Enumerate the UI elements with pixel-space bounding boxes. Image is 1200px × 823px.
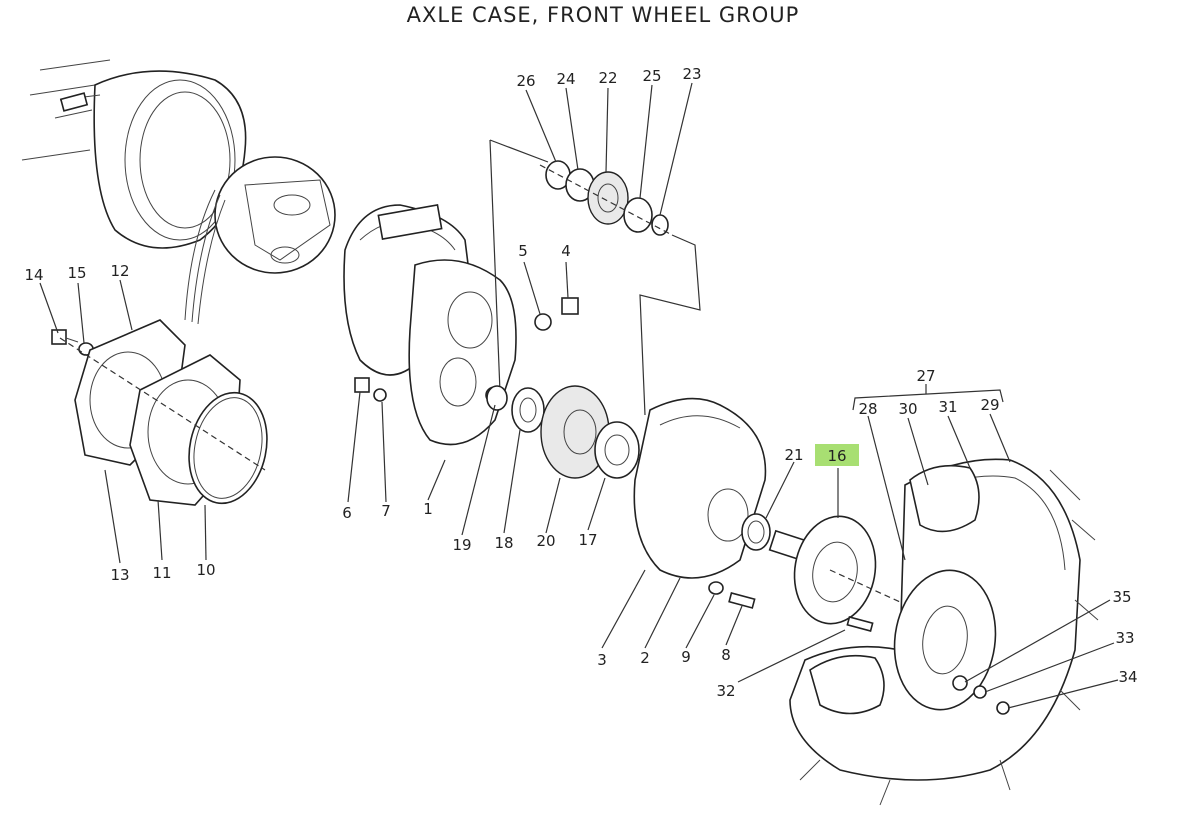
plug-6-part [354, 377, 370, 393]
plug-4-part [561, 297, 579, 315]
callout-16: 16 [827, 447, 846, 465]
callout-20: 20 [536, 532, 555, 550]
assembly-path-left [489, 139, 549, 163]
stud-32-part [846, 616, 874, 632]
diagram-title: AXLE CASE, FRONT WHEEL GROUP [407, 3, 800, 27]
callout-16-highlight [815, 444, 859, 466]
callout-2: 2 [640, 649, 650, 667]
callout-1: 1 [423, 500, 433, 518]
callout-27: 27 [916, 367, 935, 385]
callout-24: 24 [556, 70, 575, 88]
nut-34-part [996, 701, 1010, 715]
washer-7-part [373, 388, 387, 402]
callout-23: 23 [682, 65, 701, 83]
callout-29: 29 [980, 396, 999, 414]
nut-35-part [952, 675, 968, 691]
callout-4: 4 [561, 242, 571, 260]
callout-33: 33 [1115, 629, 1134, 647]
assembly-path-right [639, 234, 701, 416]
washer-33-part [973, 685, 987, 699]
callout-3: 3 [597, 651, 607, 669]
middle-gear-train [486, 385, 640, 479]
callout-34: 34 [1118, 668, 1137, 686]
callout-30: 30 [898, 400, 917, 418]
callout-19: 19 [452, 536, 471, 554]
callout-26: 26 [516, 72, 535, 90]
bolt-14-part [51, 329, 67, 345]
callout-32: 32 [716, 682, 735, 700]
callout-31: 31 [938, 398, 957, 416]
front-wheel-part [789, 458, 1099, 806]
callout-13: 13 [110, 566, 129, 584]
callout-11: 11 [152, 564, 171, 582]
seal-21-part [741, 513, 771, 551]
callout-6: 6 [342, 504, 352, 522]
callout-35: 35 [1112, 588, 1131, 606]
flange-group [51, 319, 268, 506]
callout-25: 25 [642, 67, 661, 85]
callout-9: 9 [681, 648, 691, 666]
final-drive-cover-part [633, 397, 771, 609]
washer-9-part [708, 581, 724, 595]
callout-18: 18 [494, 534, 513, 552]
bolt-8-part [728, 592, 756, 609]
callout-17: 17 [578, 531, 597, 549]
callout-15: 15 [67, 264, 86, 282]
o-ring-10-part [188, 391, 268, 505]
callout-21: 21 [784, 446, 803, 464]
callout-10: 10 [196, 561, 215, 579]
callout-12: 12 [110, 262, 129, 280]
callout-28: 28 [858, 400, 877, 418]
washer-5-part [534, 313, 552, 331]
callout-7: 7 [381, 502, 391, 520]
upper-gear-train [539, 160, 673, 236]
callout-labels: 14 15 12 13 11 10 6 7 1 19 18 20 17 5 4 … [24, 65, 1137, 700]
axle-housing-illustration [21, 59, 336, 325]
callout-22: 22 [598, 69, 617, 87]
callout-5: 5 [518, 242, 528, 260]
callout-8: 8 [721, 646, 731, 664]
callout-14: 14 [24, 266, 43, 284]
assembly-path-down [489, 139, 501, 393]
leader-lines [39, 82, 1119, 709]
